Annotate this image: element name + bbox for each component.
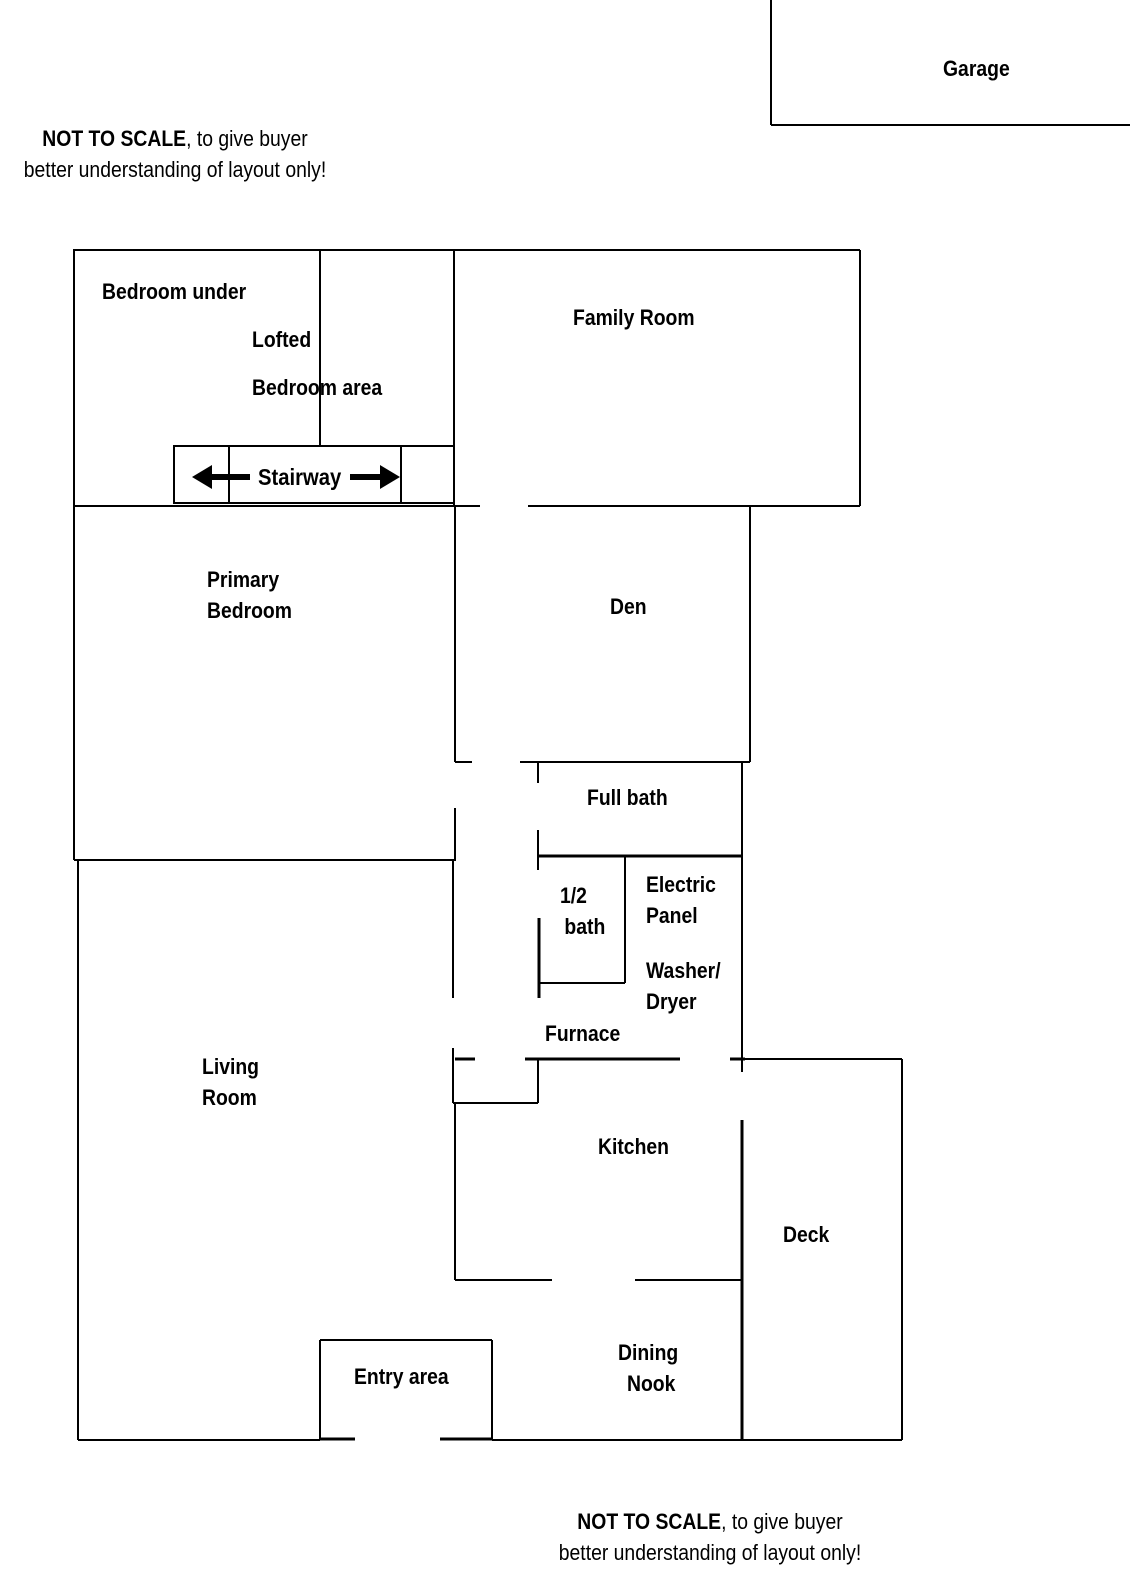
family-room-label: Family Room <box>573 305 695 330</box>
living-room-line2: Room <box>202 1084 257 1110</box>
full-bath-walls <box>537 762 743 1072</box>
stairway-label: Stairway <box>258 464 342 490</box>
living-room-line1: Living <box>202 1054 260 1079</box>
washer-dryer-line1: Washer/ <box>646 958 721 983</box>
bedroom-area-label: Bedroom area <box>252 375 383 400</box>
full-bath-label: Full bath <box>587 785 668 810</box>
entry-area-walls <box>319 1339 493 1440</box>
garage-label: Garage <box>943 56 1010 81</box>
garage-outline <box>770 0 1130 126</box>
note-bottom-rest: , to give buyer <box>721 1509 843 1534</box>
washer-dryer-line2: Dryer <box>646 988 697 1014</box>
hallway-walls <box>452 860 745 1104</box>
den-label: Den <box>610 594 647 619</box>
half-bath-label: 1/2 bath <box>560 881 605 943</box>
furnace-label: Furnace <box>545 1021 621 1046</box>
primary-bedroom-line1: Primary <box>207 567 280 592</box>
electric-panel-label: Electric Panel <box>646 870 716 932</box>
note-top-line2: better understanding of layout only! <box>23 156 327 182</box>
primary-bedroom-line2: Bedroom <box>207 597 292 623</box>
stair-arrow-right-icon <box>350 465 400 489</box>
not-to-scale-note-bottom: NOT TO SCALE, to give buyer better under… <box>556 1507 864 1569</box>
deck-walls <box>742 1058 903 1441</box>
dining-nook-label: Dining Nook <box>618 1338 678 1400</box>
electric-panel-line2: Panel <box>646 902 698 928</box>
deck-label: Deck <box>783 1222 830 1247</box>
primary-bedroom-walls <box>73 506 456 861</box>
entry-area-label: Entry area <box>354 1364 449 1389</box>
half-bath-line2: bath <box>564 913 606 939</box>
bedroom-under-label: Bedroom under <box>102 279 247 304</box>
washer-dryer-label: Washer/ Dryer <box>646 956 721 1018</box>
half-bath-walls <box>537 856 626 998</box>
half-bath-line1: 1/2 <box>560 883 587 908</box>
dining-nook-line2: Nook <box>626 1370 676 1396</box>
kitchen-walls <box>454 1103 744 1440</box>
note-bottom-line2: better understanding of layout only! <box>558 1539 862 1565</box>
family-room-walls <box>454 249 861 507</box>
lofted-label: Lofted <box>252 327 312 352</box>
living-room-walls <box>77 860 742 1441</box>
electric-panel-line1: Electric <box>646 872 716 897</box>
note-top-rest: , to give buyer <box>186 126 308 151</box>
stair-arrow-left-icon <box>192 465 250 489</box>
kitchen-label: Kitchen <box>598 1134 670 1159</box>
not-to-scale-note-top: NOT TO SCALE, to give buyer better under… <box>21 124 329 186</box>
dining-nook-line1: Dining <box>618 1340 679 1365</box>
note-top-bold: NOT TO SCALE <box>42 126 187 151</box>
den-walls <box>455 506 751 763</box>
bedroom-under-loft-walls <box>73 249 455 507</box>
primary-bedroom-label: Primary Bedroom <box>207 565 292 627</box>
note-bottom-bold: NOT TO SCALE <box>577 1509 722 1534</box>
living-room-label: Living Room <box>202 1052 259 1114</box>
